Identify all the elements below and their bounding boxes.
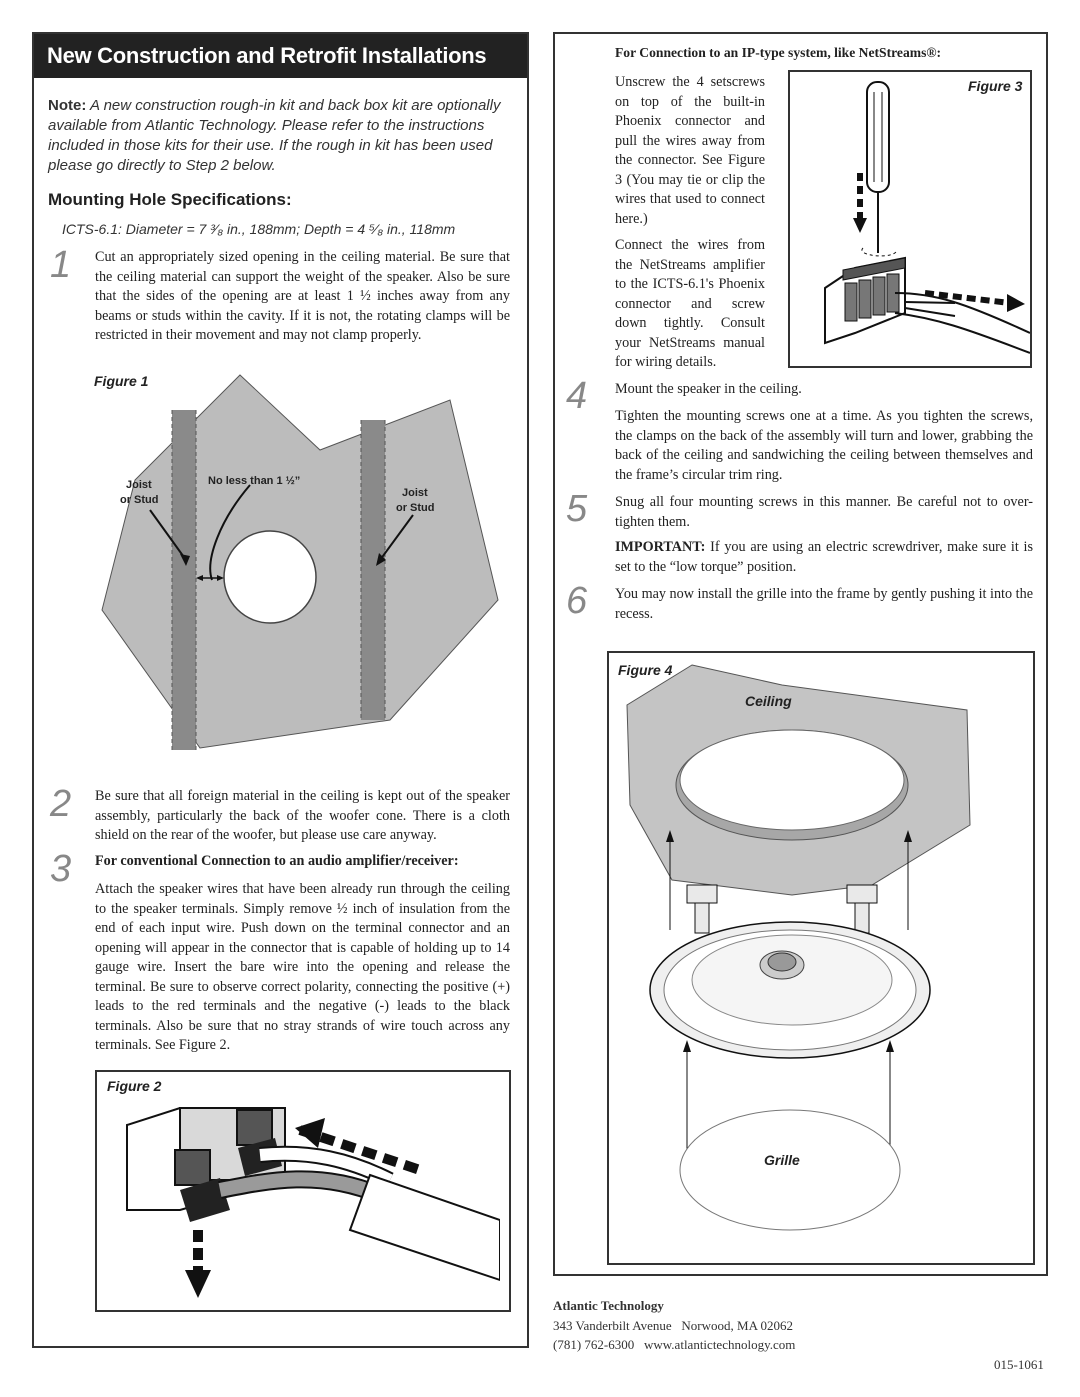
figure-3-frame (788, 70, 1032, 368)
step-5-important: IMPORTANT: If you are using an electric … (615, 538, 1033, 577)
step-3-number: 3 (50, 848, 72, 890)
figure-4-diagram: Ceiling Grille (626, 664, 971, 1231)
left-column-frame (32, 32, 529, 1348)
speaker-opening (223, 530, 317, 624)
figure-2-label: Figure 2 (107, 1078, 162, 1094)
joist-left (172, 410, 196, 750)
step-2-text: Be sure that all foreign material in the… (95, 788, 510, 843)
figure-2-diagram (126, 1107, 500, 1298)
step-3-text: Attach the speaker wires that have been … (95, 881, 510, 1053)
figure-1-label: Figure 1 (94, 373, 149, 389)
figure-3-label: Figure 3 (968, 78, 1023, 94)
step-6-number: 6 (566, 580, 588, 622)
step-2-number: 2 (50, 783, 72, 825)
figure-2-frame (95, 1070, 511, 1312)
page-title: New Construction and Retrofit Installati… (34, 34, 527, 78)
step-4-text-2: Tighten the mounting screws one at a tim… (615, 408, 1033, 483)
joist-right-line2: or Stud (396, 502, 435, 514)
step-3-heading: For conventional Connection to an audio … (95, 853, 459, 869)
note-paragraph: Note: A new construction rough-in kit an… (48, 96, 518, 176)
joist-left-line1: Joist (126, 479, 152, 491)
footer-company: Atlantic Technology (553, 1298, 664, 1313)
step-4-text-1: Mount the speaker in the ceiling. (615, 381, 802, 397)
step-5-text: Snug all four mounting screws in this ma… (615, 494, 1033, 530)
figure-1-diagram: Joist or Stud No less than 1 ½” Joist or… (101, 374, 499, 750)
step-6-text: You may now install the grille into the … (615, 586, 1033, 622)
ip-para-2: Connect the wires from the NetStreams am… (615, 237, 765, 370)
footer-address: 343 Vanderbilt Avenue Norwood, MA 02062 (553, 1318, 793, 1333)
joist-right-line1: Joist (402, 487, 428, 499)
step-1-text: Cut an appropriately sized opening in th… (95, 249, 510, 343)
figure-4-frame (607, 651, 1035, 1265)
mounting-spec: ICTS-6.1: Diameter = 7 ³⁄₈ in., 188mm; D… (62, 221, 456, 237)
step-5-number: 5 (566, 488, 588, 530)
mounting-heading: Mounting Hole Specifications: (48, 190, 292, 209)
figure-4-label: Figure 4 (618, 662, 673, 678)
figure-3-diagram (824, 81, 1030, 354)
joist-left-line2: or Stud (120, 494, 159, 506)
step-4-number: 4 (566, 375, 588, 417)
joist-right (361, 420, 385, 720)
right-column-frame (553, 32, 1048, 1276)
ip-para-1: Unscrew the 4 setscrews on top of the bu… (615, 74, 765, 227)
grille-label: Grille (764, 1152, 800, 1168)
footer-contact: (781) 762-6300 www.atlantictechnology.co… (553, 1337, 796, 1352)
note-label: Note: (48, 97, 87, 114)
step-1-number: 1 (50, 244, 72, 286)
ceiling-label: Ceiling (745, 693, 792, 709)
note-text: A new construction rough-in kit and back… (48, 97, 501, 174)
ip-heading: For Connection to an IP-type system, lik… (615, 45, 942, 60)
important-label: IMPORTANT: (615, 539, 706, 555)
footer-doc-number: 015-1061 (994, 1357, 1044, 1372)
distance-label: No less than 1 ½” (208, 475, 300, 487)
important-text: If you are using an electric screwdriver… (615, 539, 1033, 575)
